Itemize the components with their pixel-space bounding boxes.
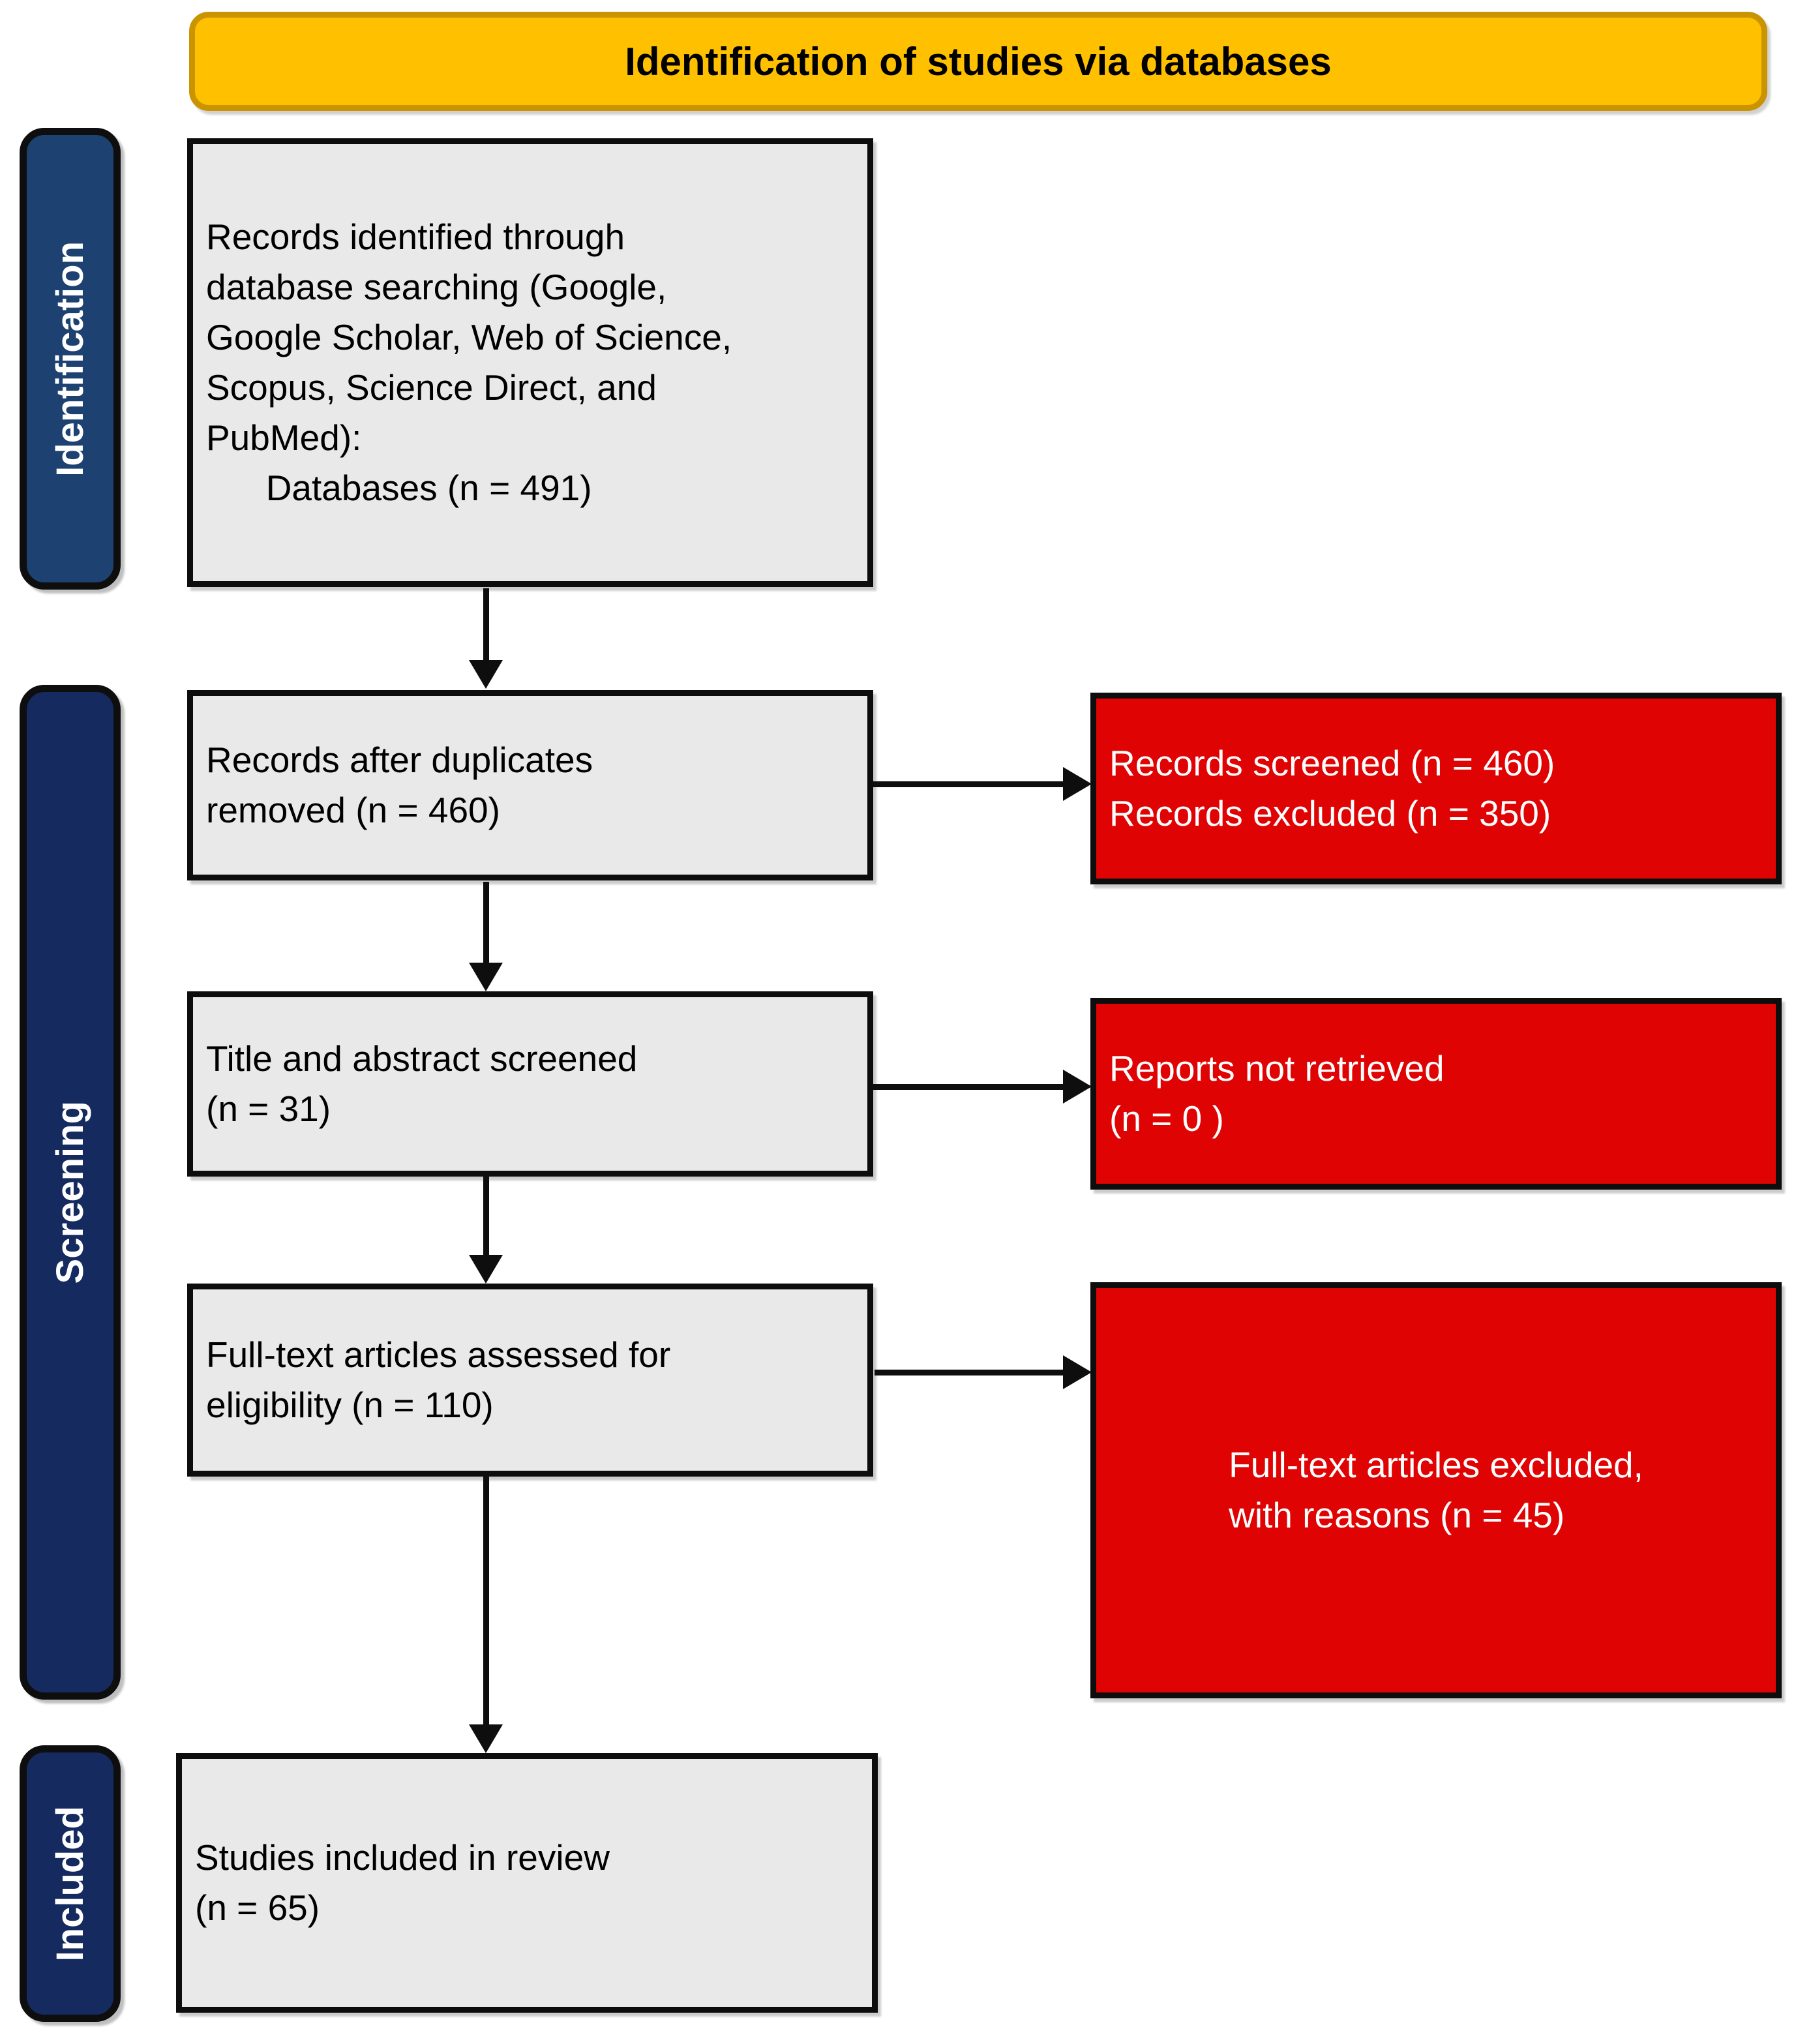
box-records-identified-text: Records identified through database sear… (206, 217, 732, 508)
arrow-line-fulltext-to-excluded (875, 1370, 1064, 1375)
arrow-line-fulltext-to-included (483, 1477, 489, 1724)
box-reports-not-retrieved-text: Reports not retrieved (n = 0 ) (1109, 1048, 1444, 1139)
arrowhead-titleabstract-to-notretrieved (1063, 1070, 1092, 1104)
arrow-line-identified-to-duplicates (483, 588, 489, 661)
box-records-screened-excluded-text: Records screened (n = 460) Records exclu… (1109, 743, 1555, 834)
box-records-screened-excluded: Records screened (n = 460) Records exclu… (1090, 693, 1782, 884)
stage-bar-screening: Screening (20, 685, 121, 1700)
box-records-identified: Records identified through database sear… (187, 138, 873, 587)
arrowhead-duplicates-to-screened (1063, 767, 1092, 801)
box-fulltext-excluded-text: Full-text articles excluded, with reason… (1229, 1445, 1643, 1535)
arrow-line-duplicates-to-titleabstract (483, 882, 489, 963)
arrowhead-duplicates-to-titleabstract (469, 963, 503, 991)
box-studies-included: Studies included in review (n = 65) (176, 1753, 878, 2013)
arrow-line-titleabstract-to-fulltext (483, 1177, 489, 1255)
arrow-line-titleabstract-to-notretrieved (873, 1084, 1064, 1090)
banner: Identification of studies via databases (189, 12, 1767, 111)
box-reports-not-retrieved: Reports not retrieved (n = 0 ) (1090, 998, 1782, 1190)
arrowhead-fulltext-to-excluded (1063, 1355, 1092, 1389)
stage-label-screening: Screening (49, 1100, 91, 1284)
stage-bar-included: Included (20, 1745, 121, 2022)
box-title-abstract-screened-text: Title and abstract screened (n = 31) (206, 1038, 638, 1129)
stage-bar-identification: Identification (20, 128, 121, 590)
box-studies-included-text: Studies included in review (n = 65) (195, 1837, 610, 1928)
box-records-after-duplicates: Records after duplicates removed (n = 46… (187, 690, 873, 880)
arrowhead-titleabstract-to-fulltext (469, 1255, 503, 1284)
box-fulltext-assessed-text: Full-text articles assessed for eligibil… (206, 1334, 671, 1425)
box-records-after-duplicates-text: Records after duplicates removed (n = 46… (206, 740, 593, 830)
arrowhead-identified-to-duplicates (469, 660, 503, 689)
arrowhead-fulltext-to-included (469, 1724, 503, 1753)
stage-label-included: Included (49, 1805, 91, 1962)
box-fulltext-assessed: Full-text articles assessed for eligibil… (187, 1284, 873, 1477)
box-fulltext-excluded: Full-text articles excluded, with reason… (1090, 1282, 1782, 1698)
banner-title: Identification of studies via databases (625, 39, 1332, 83)
stage-label-identification: Identification (49, 241, 91, 477)
arrow-line-duplicates-to-screened (873, 781, 1064, 787)
box-title-abstract-screened: Title and abstract screened (n = 31) (187, 991, 873, 1177)
